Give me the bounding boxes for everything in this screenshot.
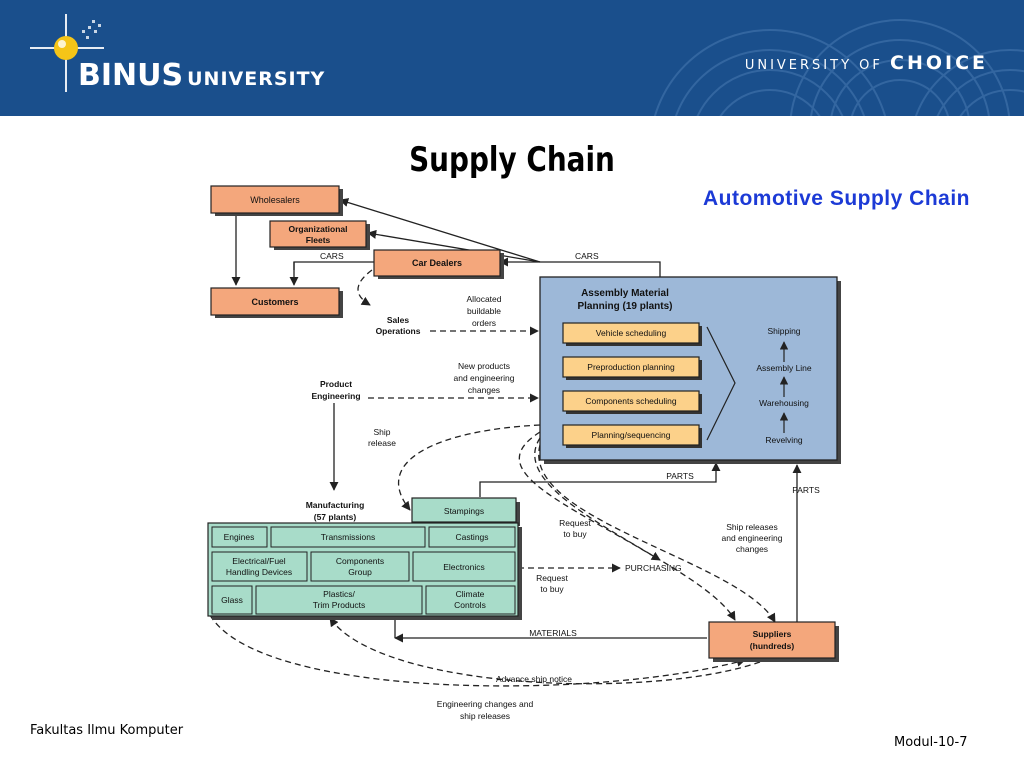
- wholesalers-label: Wholesalers: [250, 195, 300, 205]
- svg-text:MATERIALS: MATERIALS: [529, 628, 577, 638]
- svg-text:Assembly Line: Assembly Line: [756, 363, 812, 373]
- svg-text:Advance ship notice: Advance ship notice: [496, 674, 572, 684]
- svg-text:PARTS: PARTS: [792, 485, 820, 495]
- castings-box: [428, 526, 516, 548]
- transmissions-box: [270, 526, 426, 548]
- logo-mark-icon: [30, 14, 104, 92]
- svg-text:Components scheduling: Components scheduling: [585, 396, 676, 406]
- svg-text:Climate: Climate: [456, 589, 485, 599]
- svg-text:Shipping: Shipping: [767, 326, 800, 336]
- svg-text:Ship releases: Ship releases: [726, 522, 778, 532]
- svg-text:Electrical/Fuel: Electrical/Fuel: [232, 556, 285, 566]
- components-scheduling-box: [562, 390, 700, 412]
- svg-text:CARS: CARS: [575, 251, 599, 261]
- svg-text:Plastics/: Plastics/: [323, 589, 355, 599]
- climate-controls-box: [425, 585, 516, 615]
- svg-text:Components: Components: [336, 556, 384, 566]
- page-subtitle: Automotive Supply Chain: [702, 187, 970, 210]
- preproduction-planning-box: [562, 356, 700, 378]
- svg-text:Request: Request: [559, 518, 591, 528]
- plastics-box: [255, 585, 423, 615]
- svg-text:Warehousing: Warehousing: [759, 398, 809, 408]
- svg-text:Engineering changes and: Engineering changes and: [437, 699, 534, 709]
- svg-text:Planning/sequencing: Planning/sequencing: [592, 430, 671, 440]
- svg-text:and engineering: and engineering: [454, 373, 515, 383]
- footer-module: Modul-10-7: [894, 735, 968, 750]
- svg-text:to buy: to buy: [540, 584, 564, 594]
- svg-text:Car Dealers: Car Dealers: [412, 258, 462, 268]
- svg-text:Vehicle scheduling: Vehicle scheduling: [596, 328, 667, 338]
- svg-text:changes: changes: [468, 385, 500, 395]
- svg-text:Electronics: Electronics: [443, 562, 485, 572]
- electronics-box: [412, 551, 516, 582]
- svg-text:Trim Products: Trim Products: [313, 600, 366, 610]
- svg-text:Engineering: Engineering: [311, 391, 360, 401]
- svg-text:Castings: Castings: [455, 532, 488, 542]
- tagline: UNIVERSITY OF CHOICE: [744, 52, 988, 74]
- svg-text:(57 plants): (57 plants): [314, 512, 357, 522]
- svg-text:Operations: Operations: [376, 326, 421, 336]
- svg-text:Group: Group: [348, 567, 372, 577]
- svg-text:Customers: Customers: [251, 297, 298, 307]
- svg-text:Allocated: Allocated: [467, 294, 502, 304]
- suppliers-box: [708, 621, 836, 659]
- svg-text:Preproduction planning: Preproduction planning: [587, 362, 675, 372]
- svg-text:Stampings: Stampings: [444, 506, 484, 516]
- svg-text:Suppliers: Suppliers: [753, 629, 792, 639]
- svg-text:(hundreds): (hundreds): [750, 641, 795, 651]
- customers-box: [210, 287, 340, 316]
- svg-text:to buy: to buy: [563, 529, 587, 539]
- electrical-fuel-box: [211, 551, 308, 582]
- header-arcs: [30, 14, 1024, 116]
- wholesalers-box: [210, 185, 340, 214]
- svg-text:PARTS: PARTS: [666, 471, 694, 481]
- svg-text:Controls: Controls: [454, 600, 486, 610]
- planning-sequencing-box: [562, 424, 700, 446]
- svg-text:Product: Product: [320, 379, 352, 389]
- svg-text:Transmissions: Transmissions: [321, 532, 375, 542]
- svg-text:PURCHASING: PURCHASING: [625, 563, 682, 573]
- svg-text:Planning (19 plants): Planning (19 plants): [577, 301, 672, 312]
- engines-box: [211, 526, 268, 548]
- svg-text:Ship: Ship: [373, 427, 390, 437]
- org-fleets-box: [269, 220, 367, 248]
- svg-text:Revelving: Revelving: [765, 435, 803, 445]
- stampings-box: [411, 497, 517, 523]
- svg-text:and engineering: and engineering: [722, 533, 783, 543]
- svg-text:Manufacturing: Manufacturing: [306, 500, 365, 510]
- svg-text:Request: Request: [536, 573, 568, 583]
- components-group-box: [310, 551, 410, 582]
- svg-text:ship releases: ship releases: [460, 711, 510, 721]
- svg-text:orders: orders: [472, 318, 496, 328]
- svg-text:Fleets: Fleets: [306, 235, 331, 245]
- svg-text:release: release: [368, 438, 396, 448]
- svg-text:buildable: buildable: [467, 306, 501, 316]
- car-dealers-box: [373, 249, 501, 277]
- svg-text:Assembly Material: Assembly Material: [581, 288, 669, 299]
- page-title: Supply Chain: [409, 140, 615, 180]
- svg-text:changes: changes: [736, 544, 768, 554]
- footer-faculty: Fakultas Ilmu Komputer: [30, 723, 184, 738]
- glass-box: [211, 585, 253, 615]
- svg-text:Sales: Sales: [387, 315, 409, 325]
- svg-text:Handling Devices: Handling Devices: [226, 567, 292, 577]
- vehicle-scheduling-box: [562, 322, 700, 344]
- svg-text:CARS: CARS: [320, 251, 344, 261]
- svg-text:New products: New products: [458, 361, 510, 371]
- svg-text:Engines: Engines: [224, 532, 255, 542]
- svg-text:Glass: Glass: [221, 595, 243, 605]
- svg-text:Organizational: Organizational: [288, 224, 347, 234]
